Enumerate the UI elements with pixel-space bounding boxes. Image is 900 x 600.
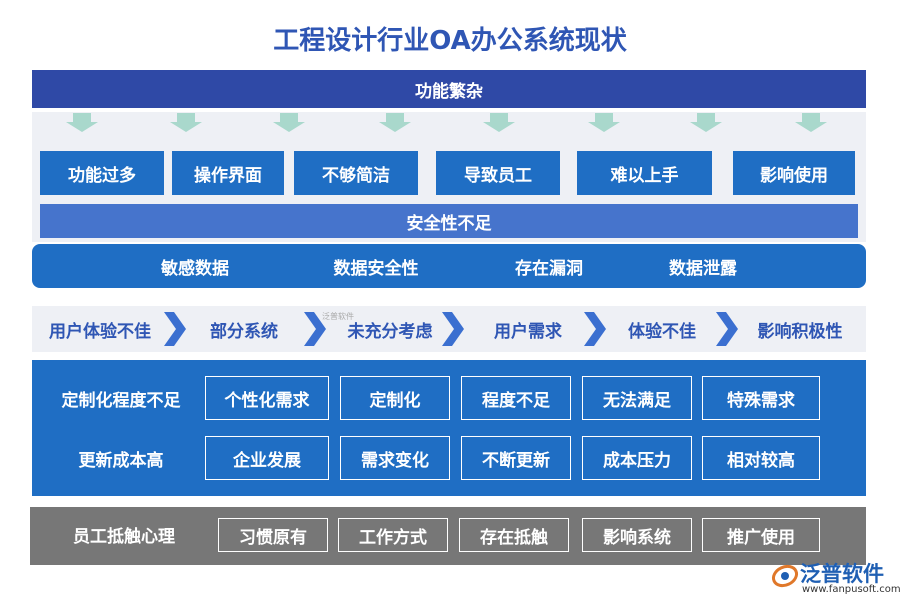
resistance-item: 习惯原有 (218, 518, 328, 552)
update-cost-item: 企业发展 (205, 436, 329, 480)
update-cost-item: 不断更新 (461, 436, 571, 480)
fanpu-logo-icon (771, 564, 799, 588)
function-box: 导致员工 (436, 151, 560, 195)
data-security-band (32, 244, 866, 288)
logo-text: 泛普软件 (800, 562, 884, 586)
resistance-item: 影响系统 (582, 518, 692, 552)
customization-item: 无法满足 (582, 376, 692, 420)
down-arrow-icon (795, 113, 827, 132)
watermark: 泛普软件 (322, 312, 354, 321)
data-item: 数据泄露 (669, 258, 737, 279)
chevron-right-icon (584, 312, 606, 346)
down-arrow-icon (588, 113, 620, 132)
flow-item: 用户体验不佳 (49, 321, 151, 342)
down-arrow-icon (170, 113, 202, 132)
chevron-right-icon (164, 312, 186, 346)
function-box: 难以上手 (577, 151, 712, 195)
down-arrow-icon (483, 113, 515, 132)
chevron-right-icon (442, 312, 464, 346)
data-item: 存在漏洞 (515, 258, 583, 279)
update-cost-item: 相对较高 (702, 436, 820, 480)
update-cost-row-label: 更新成本高 (78, 450, 164, 471)
down-arrow-icon (273, 113, 305, 132)
page-title: 工程设计行业OA办公系统现状 (273, 25, 627, 56)
function-box: 影响使用 (733, 151, 855, 195)
safety-banner: 安全性不足 (40, 204, 858, 238)
flow-item: 用户需求 (494, 321, 562, 342)
update-cost-item: 需求变化 (340, 436, 450, 480)
resistance-label: 员工抵触心理 (73, 526, 175, 547)
down-arrow-icon (379, 113, 411, 132)
chevron-right-icon (716, 312, 738, 346)
flow-item: 影响积极性 (757, 321, 843, 342)
data-item: 数据安全性 (333, 258, 419, 279)
function-box: 不够简洁 (294, 151, 418, 195)
customization-item: 个性化需求 (205, 376, 329, 420)
down-arrow-icon (66, 113, 98, 132)
flow-item: 部分系统 (210, 321, 278, 342)
customization-item: 定制化 (340, 376, 450, 420)
data-item: 敏感数据 (161, 258, 229, 279)
logo-url: www.fanpusoft.com (802, 584, 900, 595)
function-box: 操作界面 (172, 151, 284, 195)
function-box: 功能过多 (40, 151, 164, 195)
customization-item: 程度不足 (461, 376, 571, 420)
resistance-item: 推广使用 (702, 518, 820, 552)
flow-item: 未充分考虑 (347, 321, 433, 342)
customization-row-label: 定制化程度不足 (61, 390, 181, 411)
update-cost-item: 成本压力 (582, 436, 692, 480)
resistance-item: 存在抵触 (459, 518, 569, 552)
resistance-item: 工作方式 (338, 518, 448, 552)
down-arrow-icon (690, 113, 722, 132)
flow-item: 体验不佳 (628, 321, 696, 342)
chevron-right-icon (304, 312, 326, 346)
customization-item: 特殊需求 (702, 376, 820, 420)
arrow-row (32, 112, 866, 142)
complex-functions-banner: 功能繁杂 (32, 70, 866, 108)
